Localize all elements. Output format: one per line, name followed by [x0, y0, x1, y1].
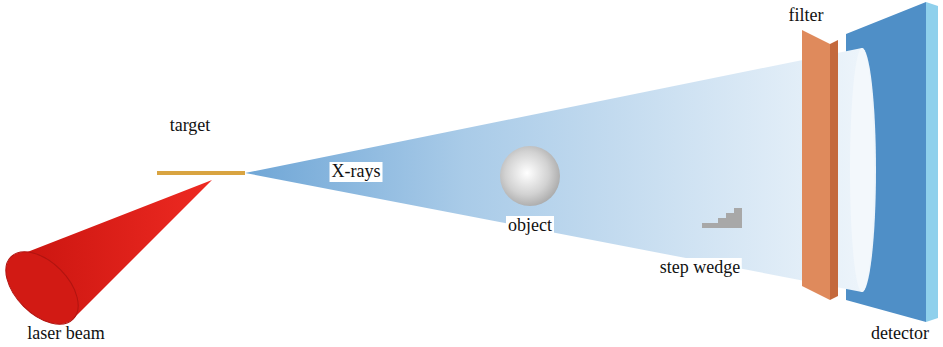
- part-label: object: [506, 216, 554, 236]
- part-label: target: [168, 116, 213, 136]
- part-label: step wedge: [658, 258, 742, 278]
- detector-edge: [926, 2, 938, 322]
- part-label: X-rays: [330, 162, 383, 182]
- part-label: laser beam: [25, 324, 106, 344]
- target-foil: [157, 171, 245, 175]
- laser-cone-base: [0, 239, 91, 338]
- xray-cone: [245, 48, 876, 292]
- part-label: filter: [787, 6, 826, 26]
- part-label: detector: [869, 324, 931, 344]
- filter-plate: [802, 30, 830, 300]
- xray-cone-end: [850, 48, 874, 292]
- filter-edge: [830, 40, 838, 300]
- step-wedge: [702, 208, 742, 228]
- object-sphere: [500, 146, 560, 206]
